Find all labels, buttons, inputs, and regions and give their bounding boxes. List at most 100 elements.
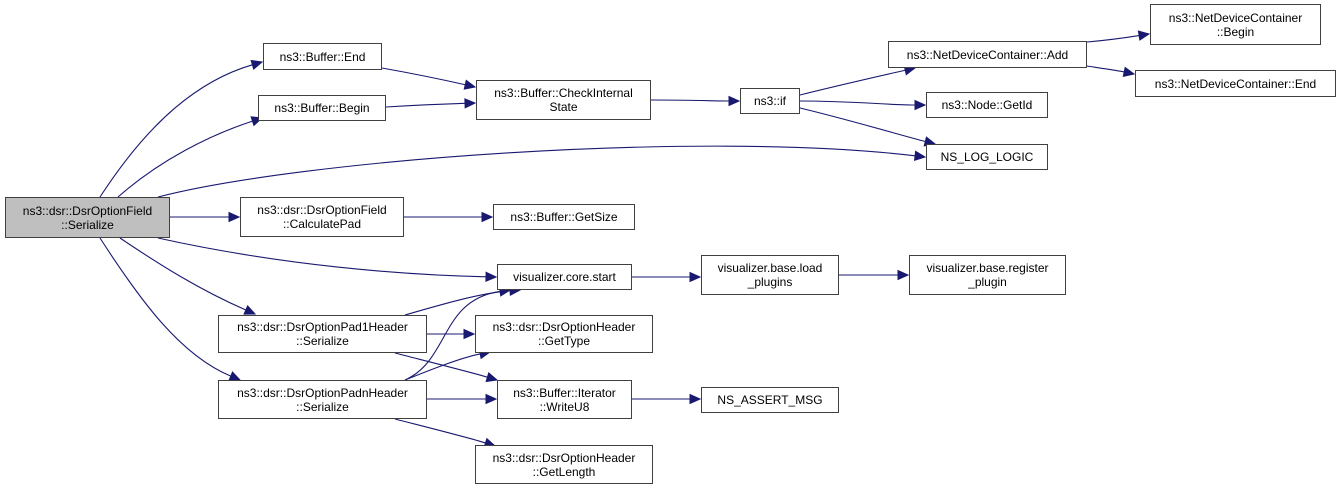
edge-pad1_ser-to-get_type	[427, 328, 476, 340]
node-label-line: ns3::dsr::DsrOptionField	[257, 203, 387, 217]
edge-buf_end-to-check_state	[381, 67, 477, 90]
edge-root-to-pad1_ser	[119, 237, 257, 315]
arrowhead-icon	[228, 211, 241, 223]
node-label-line: ::Begin	[1216, 24, 1255, 39]
arrowhead-icon	[485, 371, 499, 383]
edge-padn_ser-to-get_length	[394, 418, 497, 448]
arrowhead-icon	[689, 393, 702, 405]
node-ndc-begin[interactable]: ns3::NetDeviceContainer::Begin	[1150, 4, 1321, 45]
arrowhead-icon	[463, 79, 477, 90]
edge-viz_load-to-viz_register	[838, 269, 910, 281]
edge-padn_ser-to-get_type	[404, 348, 492, 381]
edge-line	[394, 352, 488, 378]
edge-check_state-to-ns3_if	[650, 95, 741, 107]
edge-line	[404, 290, 501, 381]
arrowhead-icon	[728, 95, 741, 107]
edge-line	[381, 67, 466, 86]
edge-line	[157, 237, 487, 278]
node-label-line: ns3::Buffer::GetSize	[510, 210, 618, 224]
node-ndc-add[interactable]: ns3::NetDeviceContainer::Add	[888, 41, 1087, 68]
node-buf-begin[interactable]: ns3::Buffer::Begin	[258, 95, 386, 121]
edge-viz_start-to-viz_load	[632, 271, 702, 283]
node-viz-start[interactable]: visualizer.core.start	[497, 264, 632, 290]
arrowhead-icon	[485, 393, 498, 405]
arrowhead-icon	[914, 99, 927, 111]
node-label-line: NS_LOG_LOGIC	[940, 150, 1034, 164]
edge-line	[799, 69, 906, 96]
node-ns3-if[interactable]: ns3::if	[740, 88, 800, 114]
node-label-line: ns3::Buffer::Iterator	[513, 385, 616, 400]
node-label-line: ns3::dsr::DsrOptionHeader	[492, 320, 636, 334]
arrowhead-icon	[1122, 66, 1136, 77]
edge-ndc_add-to-ndc_end	[1086, 65, 1136, 77]
edge-buf_begin-to-check_state	[385, 98, 477, 109]
arrowhead-icon	[243, 304, 257, 315]
node-label-line: ::GetType	[537, 334, 591, 348]
node-padn-ser[interactable]: ns3::dsr::DsrOptionPadnHeader::Serialize	[218, 380, 427, 419]
arrowhead-icon	[897, 269, 910, 281]
node-label-line: ::Serialize	[296, 334, 349, 348]
node-label-line: ns3::dsr::DsrOptionHeader	[492, 450, 636, 465]
node-label-line: State	[549, 100, 578, 114]
edge-root-to-calc_pad	[170, 211, 241, 223]
node-label-line: ns3::NetDeviceContainer::Add	[906, 47, 1069, 62]
node-buf-getsize[interactable]: ns3::Buffer::GetSize	[493, 204, 635, 230]
arrowhead-icon	[913, 150, 927, 161]
node-label-line: ns3::dsr::DsrOptionPad1Header	[237, 320, 408, 334]
edge-line	[119, 237, 247, 311]
node-get-type[interactable]: ns3::dsr::DsrOptionHeader::GetType	[475, 315, 653, 353]
edge-line	[1086, 65, 1125, 73]
node-label-line: ::GetLength	[532, 464, 596, 479]
edge-calc_pad-to-buf_getsize	[404, 211, 494, 223]
edge-pad1_ser-to-write_u8	[394, 352, 499, 383]
arrowhead-icon	[464, 98, 477, 109]
node-buf-end[interactable]: ns3::Buffer::End	[263, 43, 382, 70]
edge-write_u8-to-ns_assert_msg	[631, 393, 702, 405]
node-label-line: ns3::Buffer::CheckInternal	[494, 86, 633, 100]
edge-line	[157, 145, 916, 198]
node-label-line: ::Serialize	[61, 217, 114, 232]
node-label-line: _plugin	[968, 275, 1007, 289]
edge-ns3_if-to-ns_log_logic	[799, 107, 937, 147]
node-get-length[interactable]: ns3::dsr::DsrOptionHeader::GetLength	[475, 445, 653, 484]
node-label-line: ns3::Node::GetId	[941, 98, 1033, 112]
edge-root-to-ns_log_logic	[157, 145, 927, 198]
node-label-line: _plugins	[747, 275, 793, 289]
node-ns-assert-msg[interactable]: NS_ASSERT_MSG	[701, 387, 839, 413]
node-ns-log-logic[interactable]: NS_LOG_LOGIC	[926, 144, 1048, 170]
arrowhead-icon	[463, 328, 476, 340]
edge-line	[99, 237, 231, 377]
edge-line	[404, 290, 511, 316]
node-label-line: ::CalculatePad	[282, 217, 362, 231]
arrowhead-icon	[485, 271, 498, 283]
edge-line	[394, 418, 486, 444]
edge-line	[650, 99, 730, 102]
edge-line	[799, 107, 926, 143]
edge-line	[404, 353, 481, 381]
arrowhead-icon	[1137, 30, 1151, 41]
arrowhead-icon	[481, 211, 494, 223]
node-ndc-end[interactable]: ns3::NetDeviceContainer::End	[1135, 70, 1336, 97]
node-pad1-ser[interactable]: ns3::dsr::DsrOptionPad1Header::Serialize	[218, 315, 427, 353]
node-label-line: ::Serialize	[296, 399, 349, 414]
node-label-line: ns3::Buffer::Begin	[274, 101, 370, 115]
edge-padn_ser-to-write_u8	[426, 393, 498, 405]
node-write-u8[interactable]: ns3::Buffer::Iterator::WriteU8	[497, 380, 632, 419]
edge-line	[99, 64, 253, 198]
arrowhead-icon	[250, 59, 264, 70]
node-label-line: ns3::Buffer::End	[279, 49, 366, 64]
node-label-line: visualizer.core.start	[513, 270, 616, 284]
arrowhead-icon	[689, 271, 702, 283]
node-label-line: ns3::NetDeviceContainer::End	[1154, 76, 1317, 91]
node-label-line: ns3::dsr::DsrOptionPadnHeader	[237, 385, 408, 400]
node-label-line: ::WriteU8	[539, 399, 590, 414]
edge-root-to-viz_start	[157, 237, 498, 283]
node-node-getid[interactable]: ns3::Node::GetId	[926, 92, 1048, 118]
edge-ns3_if-to-ndc_add	[799, 65, 917, 96]
node-viz-load[interactable]: visualizer.base.load_plugins	[701, 255, 839, 295]
node-calc-pad[interactable]: ns3::dsr::DsrOptionField::CalculatePad	[240, 197, 404, 237]
node-viz-register[interactable]: visualizer.base.register_plugin	[909, 255, 1066, 295]
node-root[interactable]: ns3::dsr::DsrOptionField::Serialize	[5, 197, 170, 238]
